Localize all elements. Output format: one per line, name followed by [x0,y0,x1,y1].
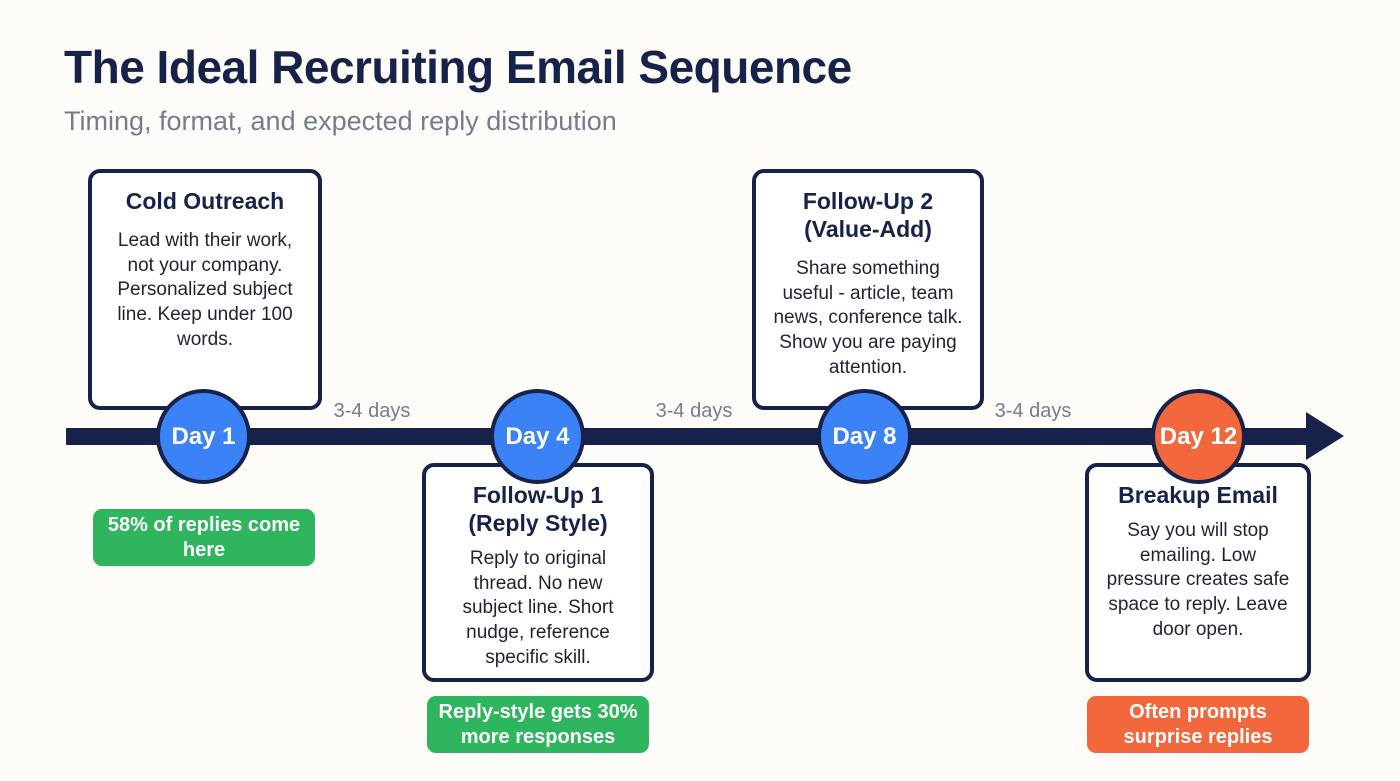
card-title: Cold Outreach [125,188,285,214]
interval-label-2: 3-4 days [655,400,733,422]
card-follow-up-2[interactable]: Follow-Up 2 (Value-Add) Share something … [752,169,984,410]
card-body: Share something useful - article, team n… [773,258,963,378]
card-cold-outreach[interactable]: Cold Outreach Lead with their work, not … [88,169,322,410]
day-node-label: Day 12 [1159,422,1238,450]
interval-label-3: 3-4 days [994,400,1072,422]
page-title: The Ideal Recruiting Email Sequence [64,41,852,93]
card-body: Say you will stop emailing. Low pressure… [1106,520,1290,640]
day-node-day-12[interactable]: Day 12 [1151,389,1246,484]
card-title: Follow-Up 2 (Value-Add) [802,188,934,243]
card-title: Follow-Up 1 (Reply Style) [468,482,608,537]
day-node-label: Day 4 [505,422,570,450]
day-node-day-8[interactable]: Day 8 [817,389,912,484]
timeline-arrow-icon [1306,412,1344,460]
day-node-day-1[interactable]: Day 1 [156,389,251,484]
page-subtitle: Timing, format, and expected reply distr… [64,106,617,136]
card-body: Reply to original thread. No new subject… [462,548,614,668]
timeline-axis [66,428,1328,445]
day-node-label: Day 1 [171,422,236,450]
day-node-day-4[interactable]: Day 4 [490,389,585,484]
stat-badge-replies-share: 58% of replies come here [93,509,315,566]
stat-badge-surprise-replies: Often prompts surprise replies [1087,696,1309,753]
stat-badge-reply-style-lift: Reply-style gets 30% more responses [427,696,649,753]
card-follow-up-1[interactable]: Follow-Up 1 (Reply Style) Reply to origi… [422,463,654,682]
card-breakup-email[interactable]: Breakup Email Say you will stop emailing… [1085,463,1311,682]
card-body: Lead with their work, not your company. … [117,230,293,350]
day-node-label: Day 8 [832,422,897,450]
card-title: Breakup Email [1118,482,1278,508]
interval-label-1: 3-4 days [333,400,411,422]
